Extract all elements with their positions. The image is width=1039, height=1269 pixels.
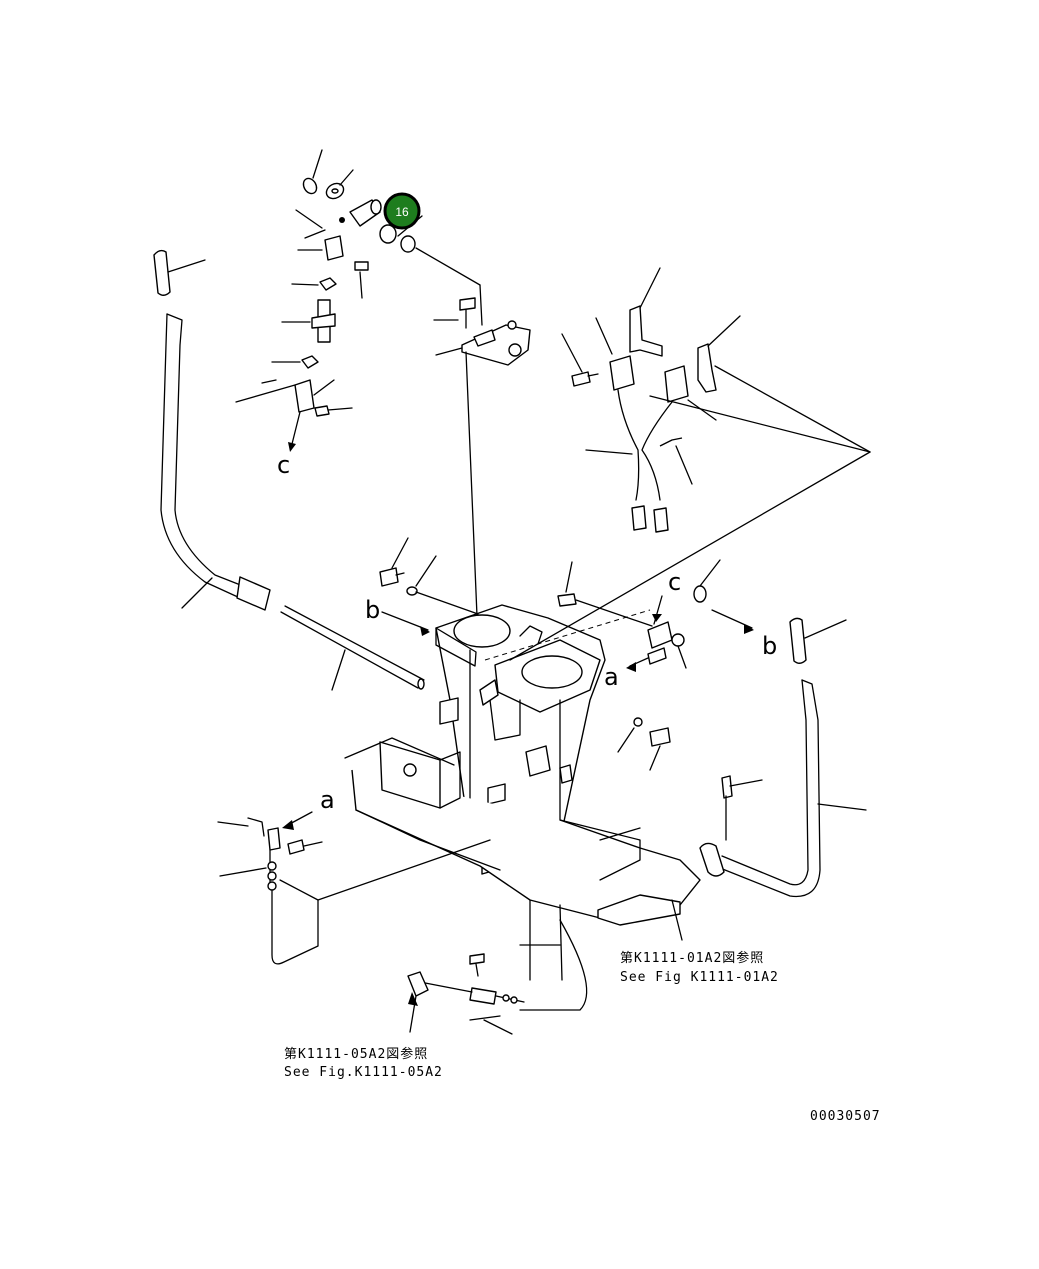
ref-label-b-left: b (365, 596, 380, 624)
switch-assembly (509, 267, 871, 661)
note-fig-05-jp: 第K1111-05A2図参照 (284, 1046, 428, 1062)
ref-label-a-right: a (604, 663, 619, 691)
fasteners: b c b a (365, 537, 777, 771)
document-id: 00030507 (810, 1109, 881, 1124)
small-parts-cluster: c 16 (235, 149, 483, 479)
ref-label-c-right: c (668, 568, 681, 596)
left-lever (153, 249, 425, 691)
note-fig-05-en: See Fig.K1111-05A2 (284, 1065, 443, 1080)
ref-label-a-left: a (320, 786, 335, 814)
base-frame (344, 737, 701, 981)
note-fig-01-jp: 第K1111-01A2図参照 (620, 950, 764, 966)
cable-assembly: a (217, 786, 588, 1035)
ref-label-b-right: b (762, 632, 777, 660)
right-lever (699, 617, 867, 898)
reference-notes: 第K1111-01A2図参照 See Fig K1111-01A2 第K1111… (284, 950, 881, 1124)
note-fig-01-en: See Fig K1111-01A2 (620, 970, 779, 985)
callout-16[interactable]: 16 (383, 192, 421, 230)
bracket-plate (433, 297, 531, 641)
ref-label-c-top: c (277, 451, 290, 479)
callout-16-number: 16 (395, 205, 409, 219)
central-pedestal (435, 604, 651, 875)
